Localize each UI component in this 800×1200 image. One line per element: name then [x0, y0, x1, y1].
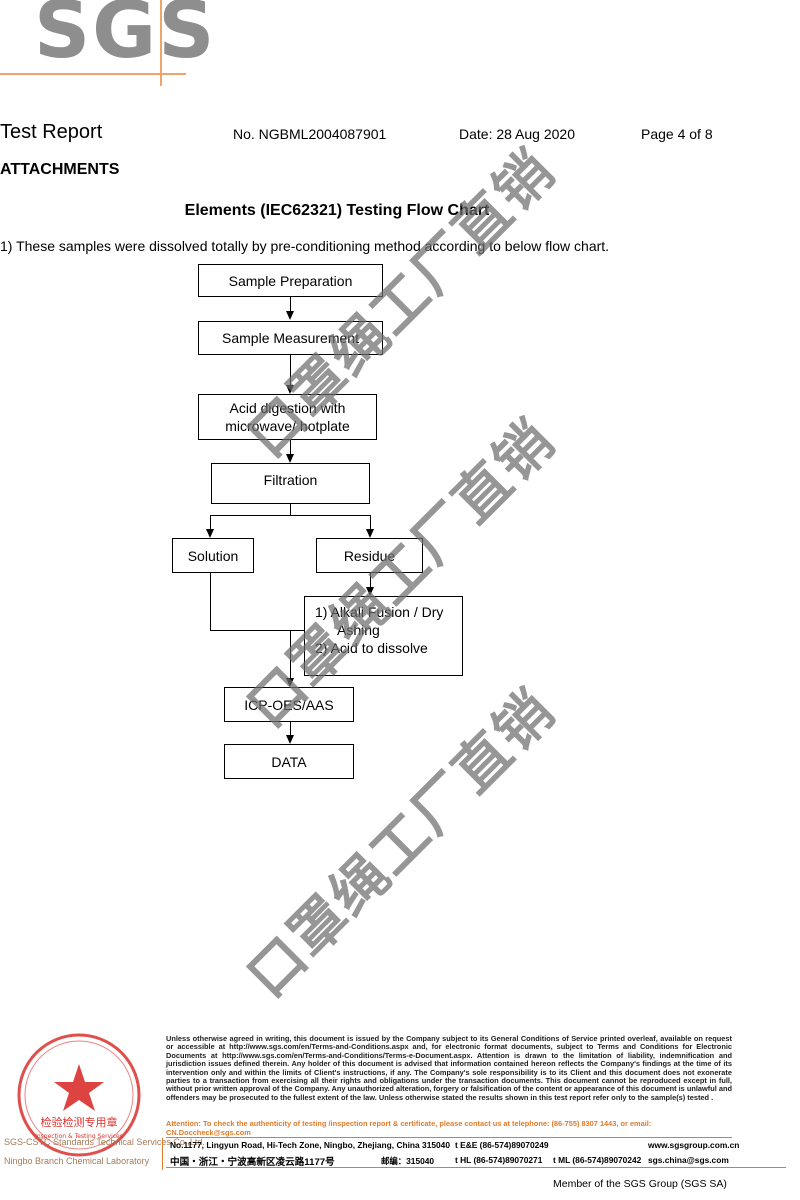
- sgs-logo-text: SGS: [34, 0, 217, 76]
- report-date: Date: 28 Aug 2020: [459, 126, 575, 142]
- page-indicator: Page 4 of 8: [641, 126, 713, 142]
- arrow-head: [366, 587, 374, 596]
- branch-line: [210, 515, 371, 516]
- step-label: DATA: [271, 753, 307, 770]
- seal-star-icon: [54, 1064, 104, 1111]
- connector: [290, 440, 291, 454]
- telephone-chinese: t HL (86-574)89070271: [455, 1155, 543, 1165]
- connector: [210, 573, 211, 631]
- legal-disclaimer: Unless otherwise agreed in writing, this…: [166, 1034, 732, 1102]
- step-alkali-fusion: 1) Alkali Fusion / Dry Ashing 2) Acid to…: [304, 596, 463, 676]
- connector: [290, 355, 291, 385]
- connector: [290, 504, 291, 515]
- bottom-divider: [166, 1167, 786, 1168]
- step-label-line3: 2) Acid to dissolve: [315, 640, 428, 656]
- section-heading: ATTACHMENTS: [0, 161, 120, 178]
- seal-company-name: SGS-CSTC Standards Technical Services Co…: [4, 1137, 205, 1147]
- flow-chart-title: Elements (IEC62321) Testing Flow Chart: [184, 202, 490, 219]
- step-label: Filtration: [263, 472, 318, 488]
- sgs-member-note: Member of the SGS Group (SGS SA): [553, 1178, 727, 1190]
- connector: [210, 515, 211, 529]
- step-label: Sample Measurement: [222, 330, 359, 346]
- connector: [370, 515, 371, 529]
- step-residue: Residue: [316, 538, 423, 573]
- step-sample-preparation: Sample Preparation: [198, 264, 383, 297]
- footer-divider: [166, 1137, 732, 1138]
- step-label-line1: 1) Alkali Fusion / Dry: [315, 604, 444, 620]
- authenticity-notice: Attention: To check the authenticity of …: [166, 1119, 652, 1137]
- step-label-line1: Acid digestion with: [229, 400, 346, 416]
- intro-paragraph: 1) These samples were dissolved totally …: [0, 238, 610, 254]
- arrow-head: [206, 529, 214, 538]
- postcode-chinese: 邮编：315040: [381, 1156, 435, 1166]
- logo-horizontal-rule: [0, 73, 186, 75]
- fax-chinese: t ML (86-574)89070242: [553, 1155, 642, 1165]
- arrow-head: [286, 385, 294, 394]
- step-label: Sample Preparation: [228, 272, 353, 289]
- merge-line: [210, 630, 304, 631]
- address-english: No.1177, Lingyun Road, Hi-Tech Zone, Nin…: [170, 1140, 450, 1150]
- footer-vertical-divider: [162, 1138, 163, 1170]
- step-acid-digestion: Acid digestion with microwave/ hotplate: [198, 394, 377, 440]
- logo-vertical-rule: [160, 0, 162, 86]
- step-icp-oes-aas: ICP-OES/AAS: [224, 687, 354, 722]
- arrow-head: [366, 529, 374, 538]
- telephone-english: t E&E (86-574)89070249: [455, 1140, 549, 1150]
- arrow-head: [286, 735, 294, 744]
- connector: [370, 573, 371, 587]
- step-data: DATA: [224, 744, 354, 779]
- connector: [290, 630, 291, 678]
- seal-center-text: 检验检测专用章: [41, 1115, 118, 1129]
- step-label-line2: Ashing: [337, 622, 380, 638]
- step-label: Solution: [187, 547, 239, 564]
- arrow-head: [286, 454, 294, 463]
- website-link[interactable]: www.sgsgroup.com.cn: [648, 1140, 740, 1150]
- step-label-line2: microwave/ hotplate: [225, 418, 350, 434]
- arrow-head: [286, 678, 294, 687]
- email-link[interactable]: sgs.china@sgs.com: [648, 1155, 729, 1165]
- report-title: Test Report: [0, 121, 103, 143]
- report-number: No. NGBML2004087901: [233, 126, 387, 142]
- connector: [290, 722, 291, 736]
- seal-branch-name: Ningbo Branch Chemical Laboratory: [4, 1156, 150, 1166]
- step-filtration: Filtration: [211, 463, 370, 504]
- seal-sub-text: Inspection & Testing Services: [35, 1133, 123, 1140]
- sgs-logo: SGS: [0, 0, 214, 90]
- arrow-head: [286, 311, 294, 320]
- step-label: Residue: [343, 547, 396, 564]
- connector: [290, 297, 291, 312]
- step-label: ICP-OES/AAS: [244, 696, 334, 713]
- step-sample-measurement: Sample Measurement: [198, 321, 383, 355]
- step-solution: Solution: [172, 538, 254, 573]
- address-chinese: 中国・浙江・宁波高新区凌云路1177号: [170, 1157, 335, 1168]
- company-seal: 检验检测专用章 Inspection & Testing Services: [17, 1033, 141, 1157]
